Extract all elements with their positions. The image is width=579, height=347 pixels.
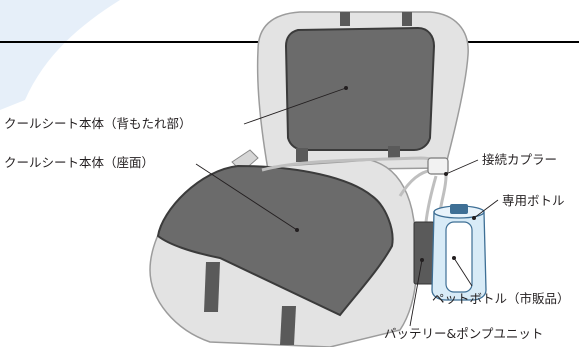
leader-coupler-dot xyxy=(444,172,448,176)
leader-pump-dot xyxy=(420,258,424,262)
tube-to-pump xyxy=(424,175,438,223)
label-battery-pump: バッテリー&ポンプユニット xyxy=(384,326,543,341)
label-coupler: 接続カプラー xyxy=(482,152,557,167)
leader-seat-dot xyxy=(295,228,299,232)
dedicated-bottle xyxy=(431,204,487,301)
connector-coupler xyxy=(427,157,449,175)
leader-pet-bottle xyxy=(453,257,473,287)
leader-backrest-dot xyxy=(344,86,348,90)
backrest-clip-left xyxy=(296,148,308,162)
leader-pet-bottle-dot xyxy=(452,256,456,260)
leader-pump xyxy=(409,259,423,327)
leader-backrest xyxy=(243,87,347,125)
headrest-strap-right xyxy=(402,12,412,26)
leader-coupler xyxy=(445,159,479,175)
corner-tint xyxy=(0,0,120,110)
seat-strap-left xyxy=(204,262,220,312)
leader-bottle xyxy=(473,199,499,219)
leader-bottle-dot xyxy=(472,216,476,220)
backrest-clip-right xyxy=(388,146,400,160)
label-bottle: 専用ボトル xyxy=(502,193,565,208)
leader-seat xyxy=(195,163,298,231)
pet-bottle-inner xyxy=(445,221,473,293)
seat-pad xyxy=(156,164,394,317)
label-backrest: クールシート本体（背もたれ部） xyxy=(4,116,192,131)
headrest-strap-left xyxy=(340,12,350,26)
seat-strap-front xyxy=(280,306,296,345)
label-seat: クールシート本体（座面） xyxy=(4,155,154,170)
label-pet-bottle: ペットボトル（市販品） xyxy=(432,291,570,306)
backrest-pad xyxy=(284,26,436,151)
pump-unit xyxy=(413,221,435,285)
